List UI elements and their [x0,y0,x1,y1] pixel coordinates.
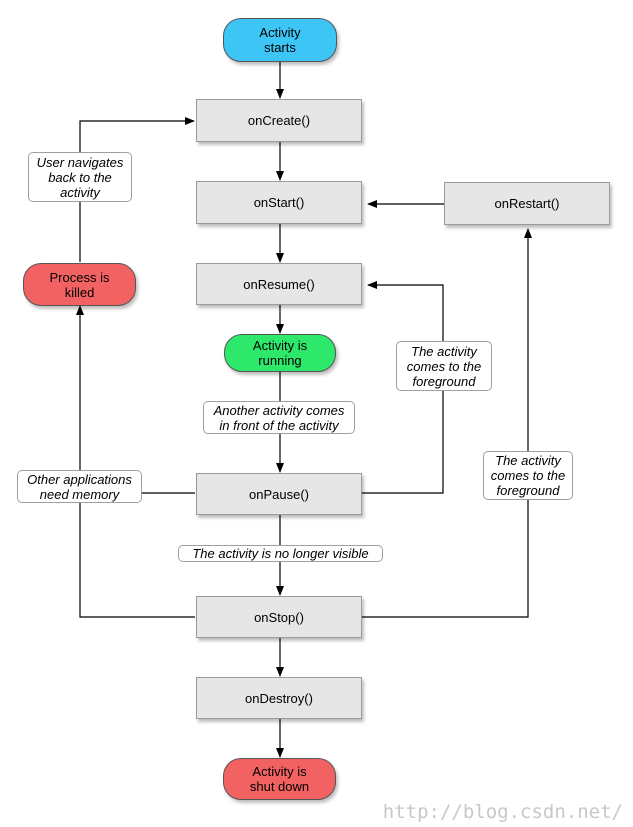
another-activity-note: Another activity comes in front of the a… [203,401,355,434]
on-pause-node: onPause() [196,473,362,515]
edge-killed-create [79,117,195,262]
on-stop-node: onStop() [196,596,362,638]
foreground-note-1: The activity comes to the foreground [396,341,492,391]
process-killed-node: Process is killed [23,263,136,306]
edge-stop-killed [79,493,195,618]
activity-running-node: Activity is running [224,334,336,372]
foreground-note-2: The activity comes to the foreground [483,451,573,500]
on-create-node: onCreate() [196,99,362,142]
on-destroy-node: onDestroy() [196,677,362,719]
no-longer-visible-note: The activity is no longer visible [178,545,383,562]
on-restart-node: onRestart() [444,182,610,225]
user-navigates-note: User navigates back to the activity [28,152,132,202]
edge-pause-killed [76,305,195,494]
on-start-node: onStart() [196,181,362,224]
activity-shut-down-node: Activity is shut down [223,758,336,800]
activity-starts-node: Activity starts [223,18,337,62]
other-apps-note: Other applications need memory [17,470,142,503]
edge-stop-restart [362,228,532,618]
on-resume-node: onResume() [196,263,362,305]
watermark-url: http://blog.csdn.net/ [382,801,623,823]
